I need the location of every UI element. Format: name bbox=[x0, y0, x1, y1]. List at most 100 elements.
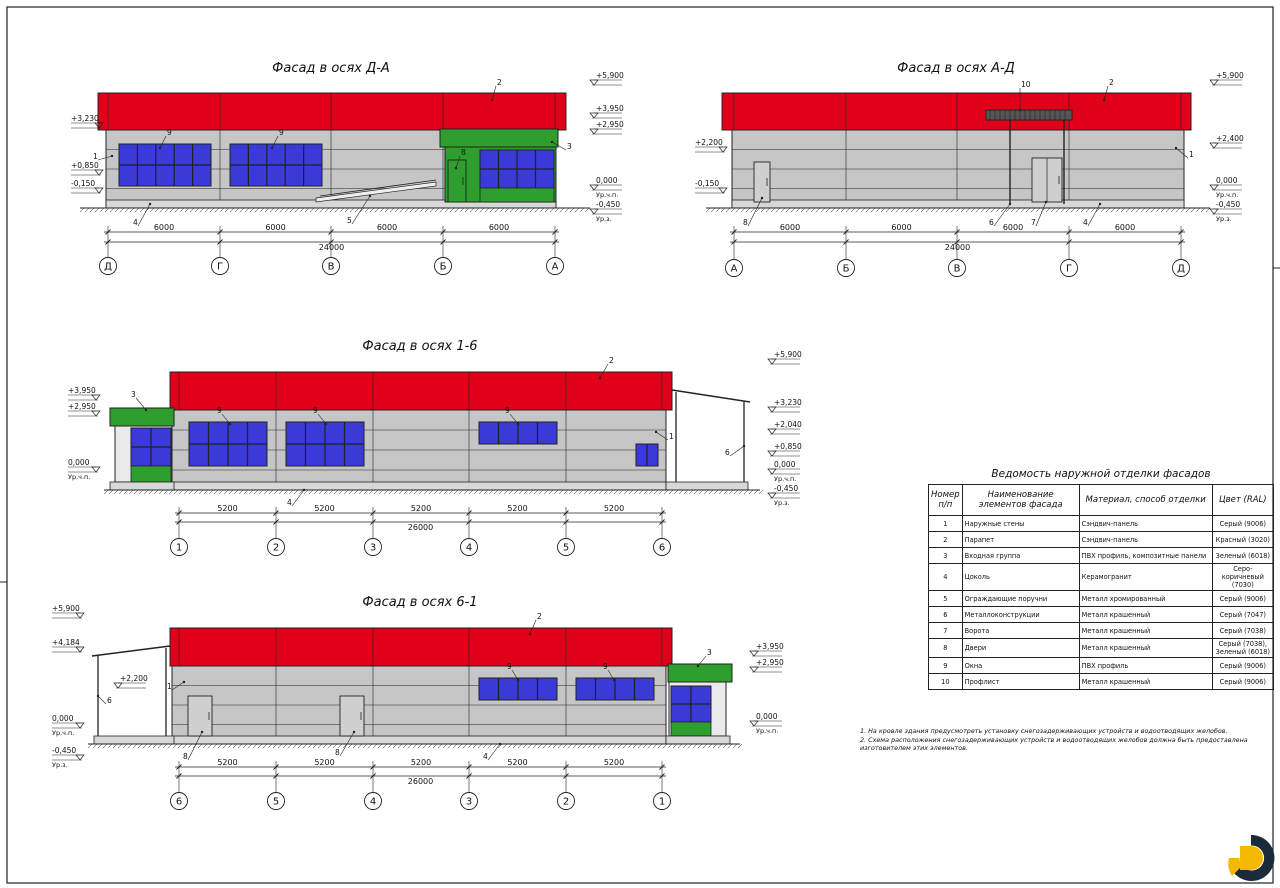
ground-hatch bbox=[512, 743, 518, 749]
callout-dot bbox=[200, 730, 204, 734]
ground-hatch bbox=[163, 489, 169, 495]
ground-hatch bbox=[459, 207, 465, 213]
callout-number: 1 bbox=[1189, 150, 1194, 159]
ground-hatch bbox=[743, 489, 749, 495]
ground-hatch bbox=[935, 207, 941, 213]
ground-hatch bbox=[557, 743, 563, 749]
ground-hatch bbox=[1185, 207, 1191, 213]
ground-hatch bbox=[527, 743, 533, 749]
ground-hatch bbox=[149, 207, 155, 213]
level-sub: Ур.з. bbox=[596, 215, 612, 223]
callout-line bbox=[271, 135, 279, 149]
callout-line bbox=[339, 731, 355, 757]
ground-hatch bbox=[569, 207, 575, 213]
dimension-tick bbox=[1066, 239, 1072, 245]
level-value: +2,200 bbox=[120, 674, 148, 683]
schedule-header-number: Номер п/п bbox=[928, 484, 963, 516]
ground-hatch bbox=[945, 207, 951, 213]
ground-hatch bbox=[707, 743, 713, 749]
ground-hatch bbox=[474, 207, 480, 213]
ground-hatch bbox=[84, 207, 90, 213]
ground-hatch bbox=[537, 743, 543, 749]
dimension-span: 6000 bbox=[265, 223, 285, 232]
dimension-tick bbox=[563, 773, 569, 779]
ground-hatch bbox=[558, 489, 564, 495]
level-mark: +3,230 bbox=[71, 114, 104, 129]
ground-hatch bbox=[647, 743, 653, 749]
ground-hatch bbox=[574, 207, 580, 213]
ground-line bbox=[79, 207, 590, 213]
ground-hatch bbox=[298, 489, 304, 495]
entrance-canopy bbox=[439, 128, 559, 148]
dimension-span: 6000 bbox=[1115, 223, 1135, 232]
callout-number: 3 bbox=[707, 648, 712, 657]
level-triangle bbox=[91, 466, 101, 473]
ground-hatch bbox=[287, 743, 293, 749]
schedule-cell-number: 4 bbox=[928, 563, 963, 591]
callout-line bbox=[529, 619, 537, 635]
callout-line bbox=[993, 203, 1011, 227]
dimension-tick bbox=[1178, 229, 1184, 235]
level-mark: +2,950 bbox=[68, 402, 101, 417]
ground-hatch bbox=[167, 743, 173, 749]
ground-hatch bbox=[159, 207, 165, 213]
ground-hatch bbox=[985, 207, 991, 213]
ground-hatch bbox=[688, 489, 694, 495]
ground-hatch bbox=[735, 207, 741, 213]
ground-hatch bbox=[259, 207, 265, 213]
level-sub: Ур.ч.п. bbox=[1216, 191, 1238, 199]
ground-hatch bbox=[705, 207, 711, 213]
ground-hatch bbox=[1125, 207, 1131, 213]
ground-hatch bbox=[187, 743, 193, 749]
schedule-cell-element: Входная группа bbox=[961, 547, 1080, 564]
ground-hatch bbox=[703, 489, 709, 495]
ground-hatch bbox=[449, 207, 455, 213]
parapet bbox=[169, 371, 673, 411]
canopy-socle bbox=[665, 481, 749, 491]
level-mark: +2,200 bbox=[113, 674, 148, 689]
ground-hatch bbox=[389, 207, 395, 213]
callout-line bbox=[551, 141, 567, 151]
callout: 9 bbox=[505, 406, 520, 426]
ground-hatch bbox=[443, 489, 449, 495]
schedule-cell-material: Сэндвич-панель bbox=[1078, 515, 1213, 532]
callout-number: 9 bbox=[313, 406, 318, 415]
callout-dot bbox=[454, 166, 458, 170]
schedule-table: Номер п/п Наименование элементов фасада … bbox=[928, 484, 1275, 690]
window bbox=[130, 427, 172, 467]
callout-line bbox=[487, 743, 501, 761]
callout-number: 9 bbox=[505, 406, 510, 415]
ground-hatch bbox=[643, 489, 649, 495]
ground-hatch bbox=[312, 743, 318, 749]
ground-hatch bbox=[397, 743, 403, 749]
dimension-tick bbox=[370, 510, 376, 516]
ground-hatch bbox=[1055, 207, 1061, 213]
dimension-tick bbox=[563, 764, 569, 770]
ground-hatch bbox=[514, 207, 520, 213]
ground-hatch bbox=[915, 207, 921, 213]
ground-hatch bbox=[544, 207, 550, 213]
dimension-tick bbox=[370, 764, 376, 770]
ground-hatch bbox=[399, 207, 405, 213]
callout-number: 3 bbox=[567, 142, 572, 151]
callout-line bbox=[291, 489, 305, 507]
dimension-tick bbox=[370, 519, 376, 525]
level-triangle bbox=[75, 612, 85, 619]
schedule-cell-number: 7 bbox=[928, 622, 963, 639]
ground-hatch bbox=[422, 743, 428, 749]
callout-line bbox=[509, 413, 519, 425]
level-value: -0,450 bbox=[52, 746, 76, 755]
ground-hatch bbox=[467, 743, 473, 749]
ground-hatch bbox=[553, 489, 559, 495]
ground-hatch bbox=[738, 489, 744, 495]
ground-hatch bbox=[633, 489, 639, 495]
ground-hatch bbox=[990, 207, 996, 213]
level-sub: Ур.з. bbox=[774, 499, 790, 507]
level-mark: +5,900 bbox=[52, 604, 85, 619]
callout-number: 6 bbox=[989, 218, 994, 227]
ground-hatch bbox=[737, 743, 743, 749]
